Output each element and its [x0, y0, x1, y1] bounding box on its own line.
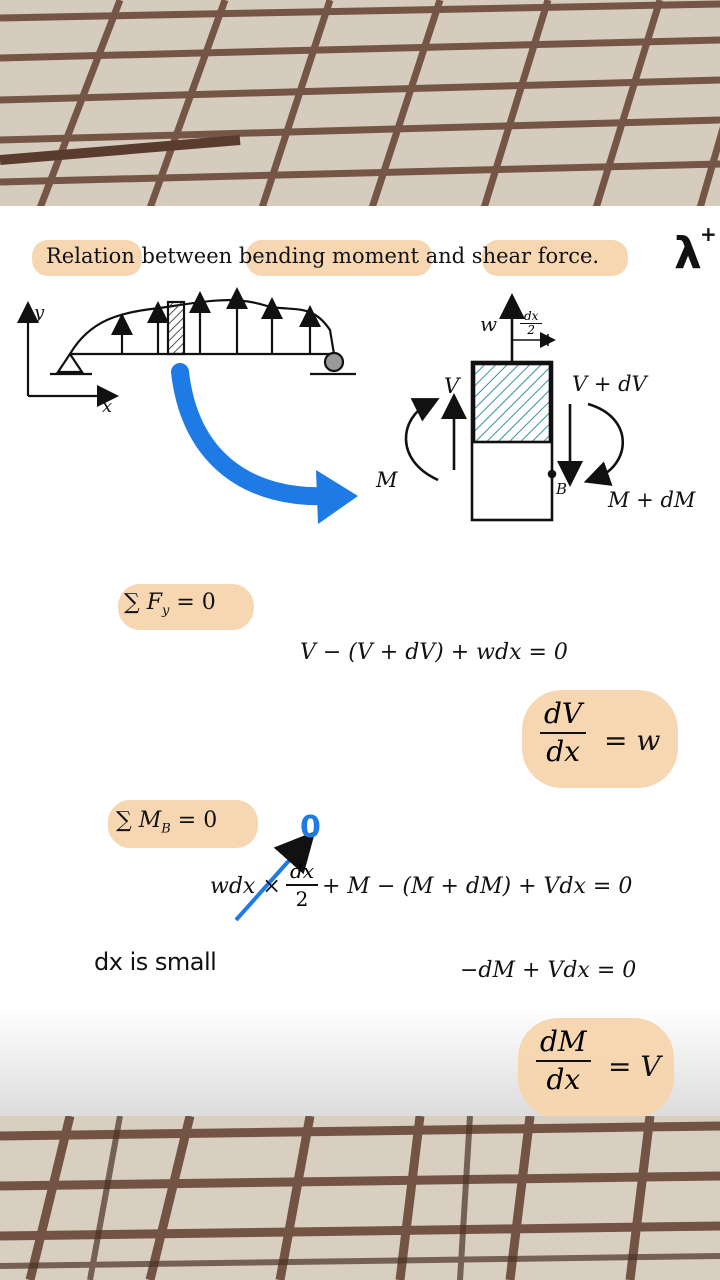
moment-frac-den: 2 — [295, 887, 309, 911]
rebar-photo-top — [0, 0, 720, 208]
handwritten-strike — [234, 831, 316, 922]
sum-mb-main: ∑ M — [116, 808, 162, 833]
moment-fraction: dx 2 — [286, 858, 319, 912]
element-dx-half: dx 2 — [520, 310, 543, 337]
logo-lambda: λ — [674, 228, 702, 279]
moment-rest: + M − (M + dM) + Vdx = 0 — [322, 874, 633, 899]
element-v-left: V — [444, 374, 460, 398]
sum-fy-rhs: = 0 — [169, 590, 216, 615]
simplified-equation: −dM + Vdx = 0 — [460, 958, 637, 983]
title-word-and: and — [425, 244, 466, 268]
highlight-dm-dx — [518, 1018, 674, 1118]
highlight-sum-fy — [118, 584, 254, 630]
title-word-shear-force: shear force. — [471, 244, 600, 268]
logo-plus: + — [700, 222, 717, 246]
highlight-bending-moment — [246, 240, 432, 276]
element-point-b: B — [556, 480, 568, 498]
result1-den: dx — [546, 735, 580, 768]
sum-fy: ∑ Fy = 0 — [124, 590, 216, 618]
result2-rhs: = V — [608, 1050, 661, 1083]
beam-element — [404, 293, 625, 522]
highlight-sum-mb — [108, 800, 258, 848]
lesson-card — [0, 206, 720, 1118]
result1-fraction: dV dx — [540, 696, 587, 770]
result1-rhs: = w — [604, 724, 661, 757]
element-v-right: V + dV — [572, 372, 647, 396]
title-word-relation: Relation — [46, 244, 135, 268]
highlight-shear-force — [482, 240, 628, 276]
dx-half-num: dx — [520, 310, 543, 324]
rebar-photo-bottom — [0, 1116, 720, 1280]
result2-den: dx — [546, 1063, 581, 1096]
channel-logo: λ — [674, 228, 702, 279]
title: Relation between bending moment and shea… — [46, 244, 599, 268]
axis-y-label: y — [34, 302, 45, 323]
handwritten-zero: 0 — [300, 810, 321, 845]
moment-lhs: wdx × — [210, 874, 281, 899]
sum-mb: ∑ MB = 0 — [116, 808, 217, 836]
highlight-dv-dx — [522, 690, 678, 788]
sum-fy-main: ∑ F — [124, 590, 162, 615]
beam — [50, 287, 356, 376]
dx-half-den: 2 — [527, 323, 536, 337]
result1-num: dV — [540, 696, 587, 734]
element-m-right: M + dM — [608, 488, 696, 512]
sum-mb-sub: B — [161, 821, 171, 837]
note-dx-small: dx is small — [94, 948, 217, 976]
title-word-between: between — [141, 244, 233, 268]
result2-fraction: dM dx — [536, 1024, 591, 1098]
force-balance-equation: V − (V + dV) + wdx = 0 — [300, 640, 568, 665]
axis-x-label: x — [102, 396, 113, 417]
moment-frac-num: dx — [286, 858, 319, 886]
element-m-left: M — [376, 468, 398, 492]
sum-fy-sub: y — [161, 603, 170, 619]
highlight-relation — [32, 240, 142, 276]
axes — [17, 301, 119, 407]
blue-arrow — [171, 363, 358, 524]
sum-mb-rhs: = 0 — [170, 808, 218, 833]
element-w-label: w — [480, 312, 498, 336]
result2-num: dM — [536, 1024, 591, 1062]
title-word-bending-moment: bending moment — [238, 244, 419, 268]
